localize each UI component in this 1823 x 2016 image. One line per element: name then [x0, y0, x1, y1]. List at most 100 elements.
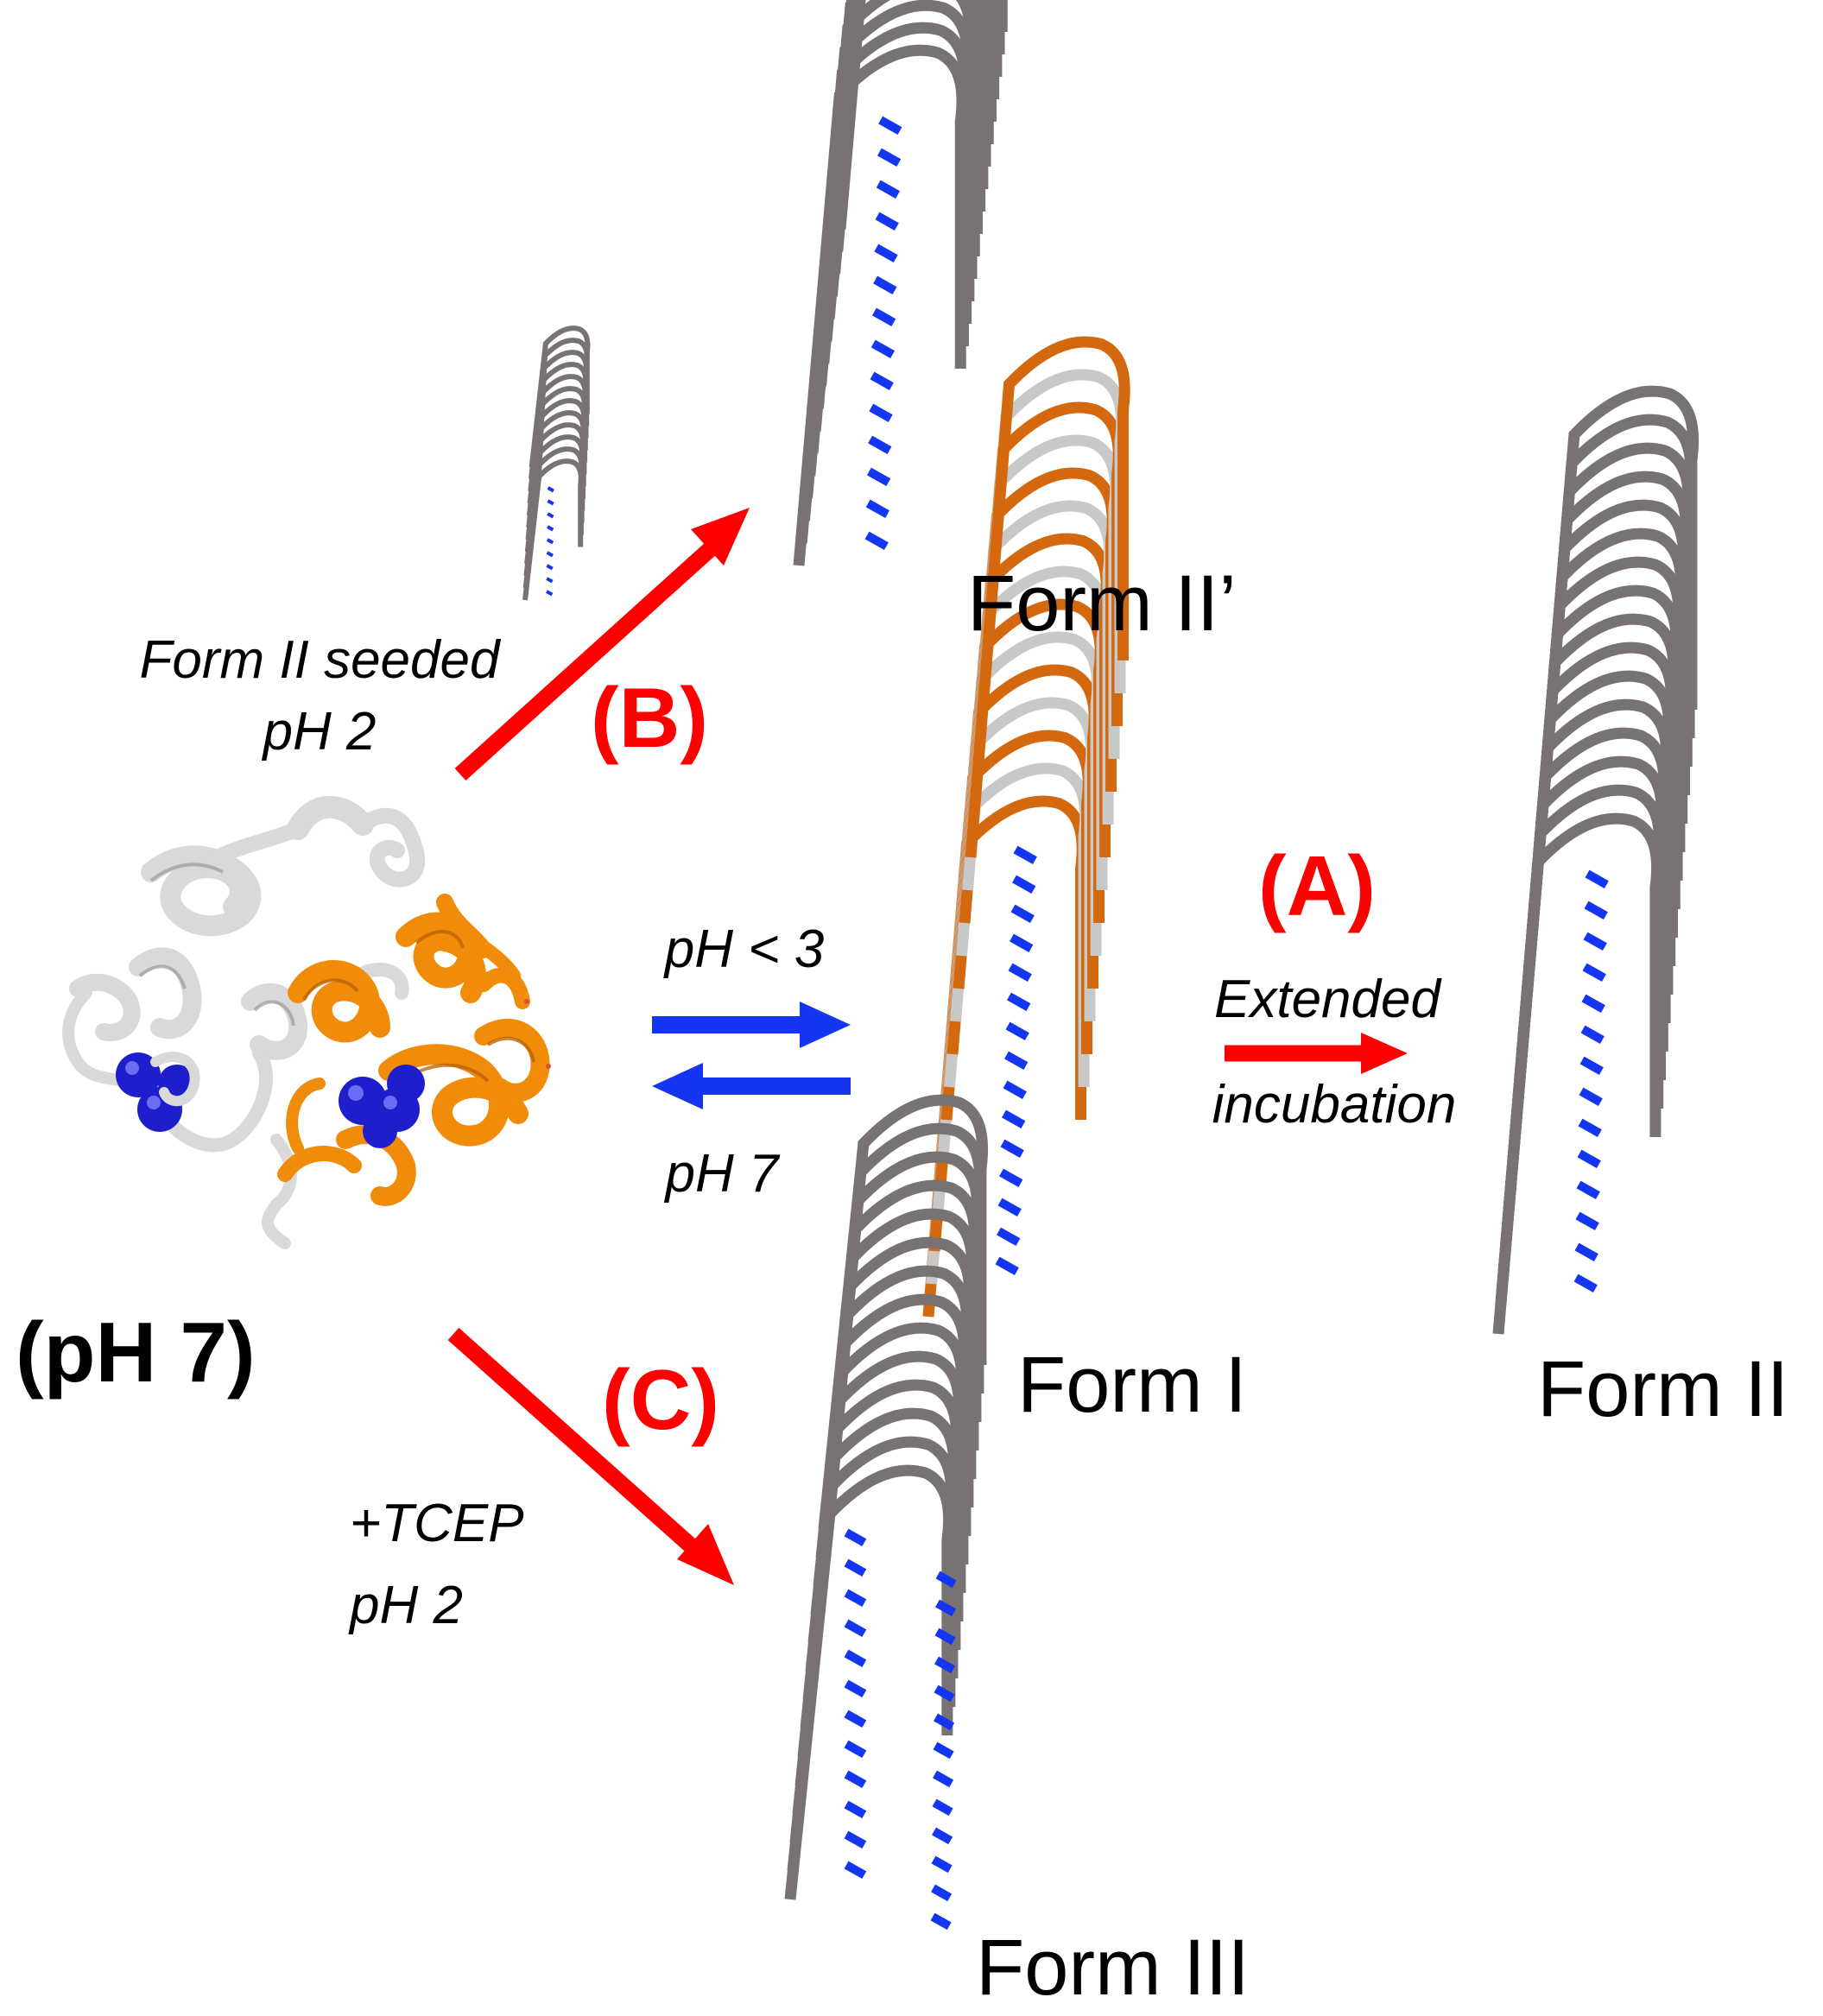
hydrogen-bond-dash	[870, 371, 894, 390]
hydrogen-bond-dash	[844, 1830, 867, 1849]
hydrogen-bond-dash	[864, 531, 889, 550]
hydrogen-bond-dash	[930, 1912, 952, 1931]
hydrogen-bond-dash	[877, 148, 902, 167]
pathway-a-tag: (A)	[1258, 838, 1376, 933]
hydrogen-bond-dash	[546, 590, 554, 597]
hydrogen-bond-dash	[875, 212, 899, 231]
forward-condition-label: pH < 3	[663, 920, 824, 979]
hydrogen-bond-dash	[844, 1558, 867, 1577]
hydrogen-bond-dash	[871, 307, 896, 326]
hydrogen-bond-dash	[844, 1679, 867, 1698]
form-ii-fibril-stack	[1492, 385, 1700, 1335]
hydrogen-bond-dash	[1005, 1021, 1029, 1040]
hydrogen-bond-dash	[844, 1649, 867, 1668]
hydrogen-bond-dash	[878, 116, 902, 135]
reverse-condition-label: pH 7	[664, 1144, 781, 1204]
hydrogen-bond-dash	[1575, 1211, 1599, 1230]
pathway-b-condition-line2: pH 2	[262, 702, 377, 762]
hydrogen-bond-dash	[934, 1627, 956, 1646]
hydrogen-bond-dash	[997, 1227, 1021, 1246]
hydrogen-bond-dash	[868, 435, 892, 454]
hydrogen-bond-dash	[874, 243, 898, 262]
form-i-fibril-stack	[922, 336, 1130, 1318]
protein-ribbon-icon	[62, 795, 551, 1249]
hydrogen-bond-dash	[1002, 1109, 1026, 1128]
arrow-pathway-b	[454, 508, 750, 781]
hydrogen-bond-dash	[1579, 1087, 1603, 1106]
hydrogen-bond-dash	[934, 1656, 956, 1674]
pathway-c-condition-line2: pH 2	[348, 1576, 463, 1635]
hydrogen-bond-dash	[1578, 1118, 1602, 1137]
form-ii-label: Form II	[1537, 1345, 1788, 1433]
hydrogen-bond-dash	[546, 564, 554, 571]
hydrogen-bond-dash	[1010, 904, 1035, 923]
form-i-label: Form I	[1017, 1341, 1247, 1429]
beta-strand-hairpin	[1529, 385, 1700, 907]
arrow-pathway-c	[447, 1327, 734, 1585]
beta-strand-hairpin	[529, 325, 591, 468]
beta-strand-hairpin	[818, 1094, 989, 1530]
hydrogen-bond-dash	[934, 1713, 955, 1731]
hydrogen-bond-dash	[933, 1741, 954, 1760]
hydrogen-bond-dash	[547, 512, 554, 519]
hydrogen-bond-dash	[546, 577, 554, 584]
hydrogen-bond-dash	[546, 551, 554, 558]
hydrogen-bond-dash	[1003, 1080, 1027, 1099]
hydrogen-bond-dash	[873, 275, 897, 294]
hydrogen-bond-dash	[935, 1570, 957, 1589]
form-ii-seed-fibril-stack	[522, 325, 591, 601]
hydrogen-bond-dash	[1007, 992, 1031, 1011]
hydrogen-bond-dash	[931, 1884, 953, 1902]
pathway-b-tag: (B)	[591, 670, 708, 765]
hydrogen-bond-dash	[546, 538, 554, 545]
hydrogen-bond-dash	[547, 486, 554, 493]
pathway-b-condition-line1: Form II seeded	[140, 630, 502, 690]
hydrogen-bond-dash	[1580, 1025, 1605, 1044]
arrow-pathway-a	[1225, 1033, 1408, 1074]
pathway-c-condition-line1: +TCEP	[350, 1494, 524, 1553]
hydrogen-bond-dash	[934, 1684, 955, 1703]
hydrogen-bond-dash	[1000, 1139, 1024, 1158]
hydrogen-bond-dash	[844, 1800, 867, 1819]
hydrogen-bond-dash	[931, 1855, 953, 1874]
arrow-reverse-ph-7	[652, 1063, 851, 1109]
pathway-a-condition-line1: Extended	[1214, 970, 1443, 1029]
form-iii-fibril-stack	[784, 1094, 989, 1931]
hydrogen-bond-dash	[547, 499, 554, 506]
hydrogen-bond-dash	[1576, 1180, 1600, 1199]
hydrogen-bond-dash	[844, 1528, 867, 1547]
hydrogen-bond-dash	[844, 1709, 867, 1728]
hydrogen-bond-dash	[866, 467, 891, 486]
hydrogen-bond-dash	[844, 1861, 867, 1880]
hydrogen-bond-dash	[844, 1589, 867, 1608]
hydrogen-bond-dash	[869, 403, 893, 422]
hydrogen-bond-dash	[995, 1256, 1019, 1275]
hydrogen-bond-dash	[1585, 869, 1609, 888]
hydrogen-bond-dash	[933, 1770, 954, 1788]
hydrogen-bond-dash	[844, 1619, 867, 1638]
disulfide-sphere-cluster-right	[339, 1065, 425, 1148]
form-iii-label: Form III	[976, 1924, 1250, 2012]
hydrogen-bond-dash	[999, 1168, 1023, 1187]
hydrogen-bond-dash	[1004, 1051, 1029, 1070]
protein-state-label: (pH 7)	[16, 1305, 256, 1400]
hydrogen-bond-dash	[1573, 1273, 1598, 1292]
hydrogen-bond-dash	[935, 1599, 957, 1617]
hydrogen-bond-dash	[1579, 1056, 1604, 1075]
hydrogen-bond-dash	[1574, 1242, 1598, 1261]
hydrogen-bond-dash	[1012, 875, 1036, 894]
hydrogen-bond-dash	[932, 1798, 953, 1817]
hydrogen-bond-dash	[1581, 994, 1605, 1013]
hydrogen-bond-dash	[844, 1770, 867, 1789]
hydrogen-bond-dash	[870, 339, 896, 358]
form-ii-prime-fibril-stack	[793, 0, 1008, 566]
beta-strand-hairpin	[965, 336, 1130, 858]
hydrogen-bond-dash	[932, 1827, 953, 1845]
arrow-forward-ph-low	[652, 1002, 851, 1048]
hydrogen-bond-dash	[1582, 963, 1606, 982]
hydrogen-bond-dash	[876, 180, 901, 199]
pathway-c-tag: (C)	[602, 1352, 719, 1447]
hydrogen-bond-dash	[1008, 963, 1032, 982]
hydrogen-bond-dash	[547, 525, 554, 532]
